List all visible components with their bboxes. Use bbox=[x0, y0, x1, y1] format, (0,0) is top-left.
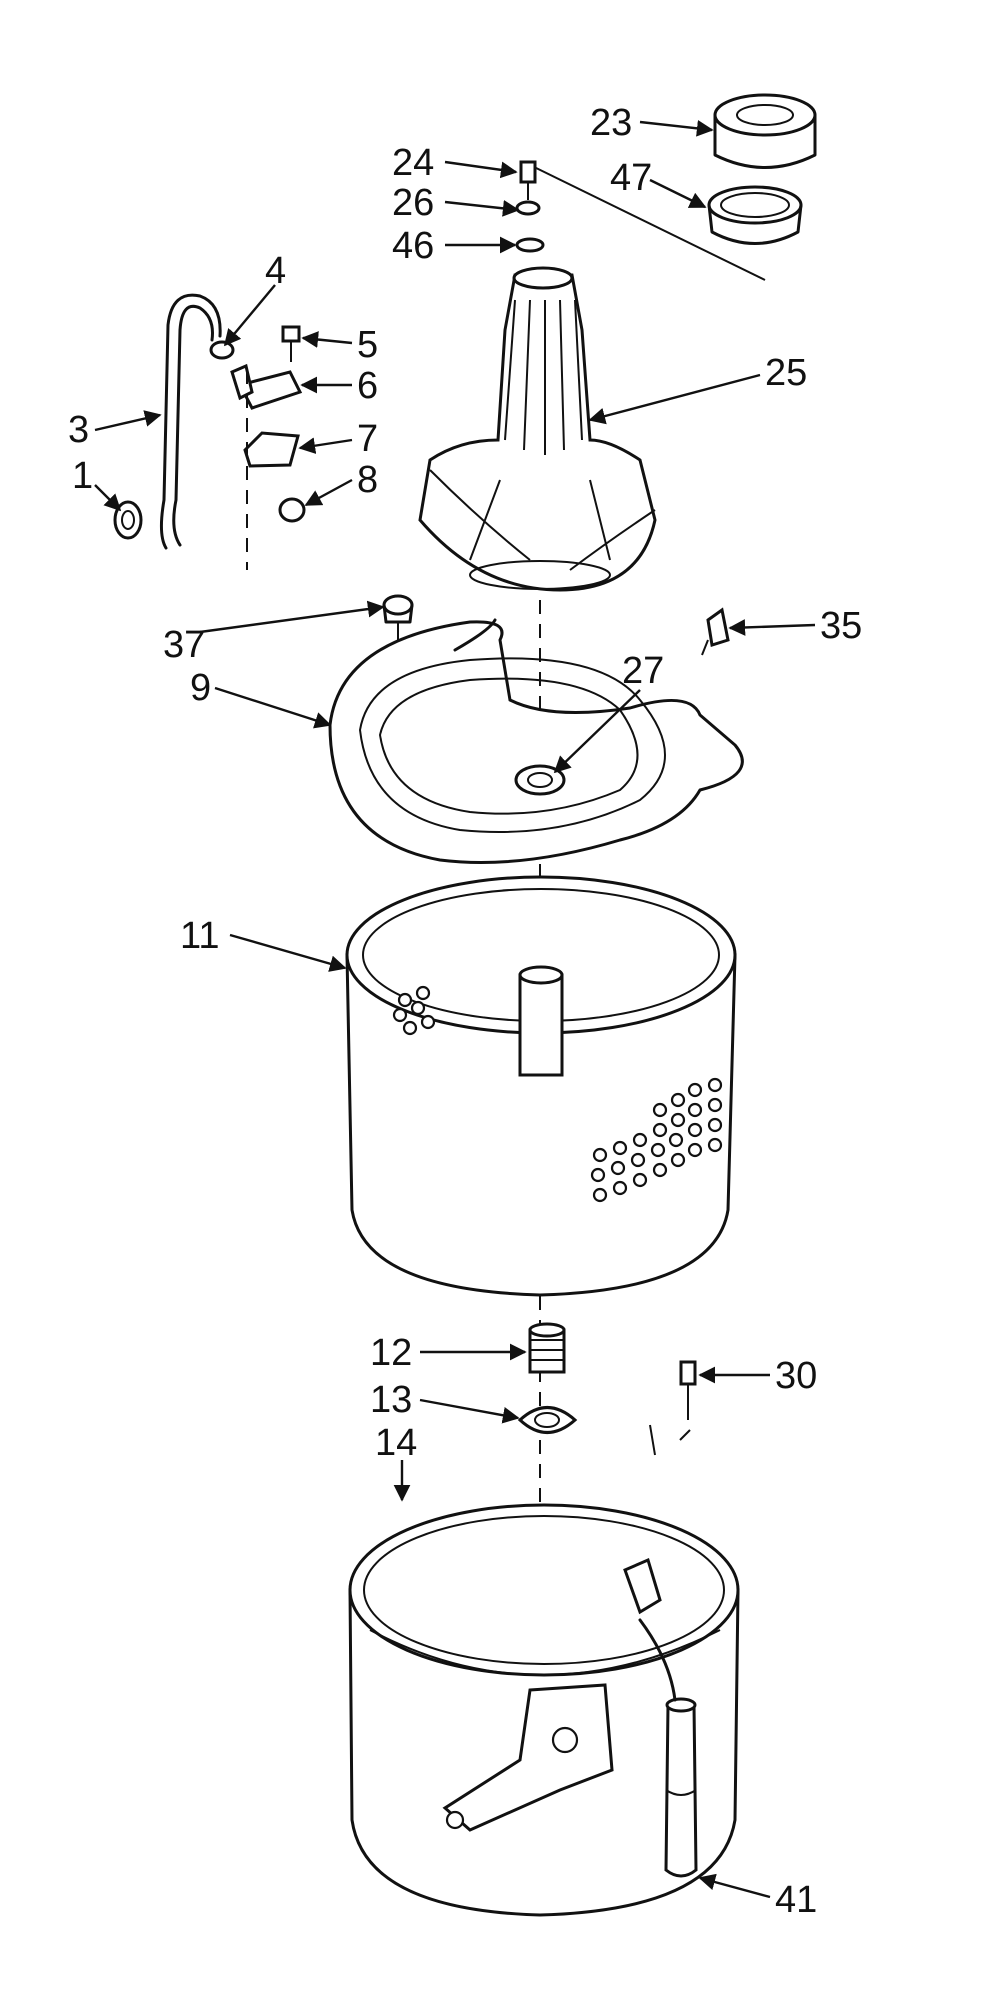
part-1-clamp bbox=[113, 500, 143, 540]
callout-37: 37 bbox=[163, 624, 205, 666]
part-11-spin-basket bbox=[345, 875, 737, 1297]
callout-6: 6 bbox=[357, 365, 378, 407]
part-30-fastener bbox=[649, 1360, 697, 1456]
part-3-hose bbox=[159, 293, 222, 550]
callout-41: 41 bbox=[775, 1879, 817, 1921]
callout-35: 35 bbox=[820, 605, 862, 647]
callout-13: 13 bbox=[370, 1379, 412, 1421]
part-8-nut bbox=[278, 497, 306, 523]
callout-7: 7 bbox=[357, 418, 378, 460]
callout-1: 1 bbox=[72, 455, 93, 497]
callout-14: 14 bbox=[375, 1422, 417, 1464]
part-9-tub-ring bbox=[328, 618, 744, 864]
part-47-seal bbox=[707, 185, 803, 245]
callout-8: 8 bbox=[357, 459, 378, 501]
callout-11: 11 bbox=[180, 915, 219, 957]
part-24-bolt bbox=[519, 160, 537, 200]
part-7-plate bbox=[243, 431, 300, 468]
callout-27: 27 bbox=[622, 650, 664, 692]
callout-30: 30 bbox=[775, 1355, 817, 1397]
callout-23: 23 bbox=[590, 102, 632, 144]
callout-5: 5 bbox=[357, 324, 378, 366]
callout-47: 47 bbox=[610, 157, 652, 199]
callout-26: 26 bbox=[392, 182, 434, 224]
part-35-clip bbox=[701, 607, 730, 656]
part-12-spring bbox=[528, 1322, 566, 1374]
part-23-cap bbox=[713, 93, 817, 169]
cap-alignment-line bbox=[529, 164, 766, 281]
part-26-washer bbox=[515, 200, 541, 216]
callout-25: 25 bbox=[765, 352, 807, 394]
callout-3: 3 bbox=[68, 409, 89, 451]
part-5-screw bbox=[281, 325, 301, 362]
callout-24: 24 bbox=[392, 142, 434, 184]
callout-4: 4 bbox=[265, 250, 286, 292]
callout-46: 46 bbox=[392, 225, 434, 267]
part-4-ring bbox=[209, 340, 235, 360]
part-46-ring bbox=[515, 237, 545, 253]
part-13-seal bbox=[517, 1406, 578, 1434]
leader-lines bbox=[94, 119, 816, 1899]
callout-9: 9 bbox=[190, 667, 211, 709]
part-25-agitator bbox=[418, 266, 657, 592]
part-27-seal bbox=[514, 764, 566, 796]
part-14-outer-tub bbox=[348, 1503, 740, 1917]
part-6-bracket bbox=[230, 363, 303, 410]
callout-12: 12 bbox=[370, 1332, 412, 1374]
